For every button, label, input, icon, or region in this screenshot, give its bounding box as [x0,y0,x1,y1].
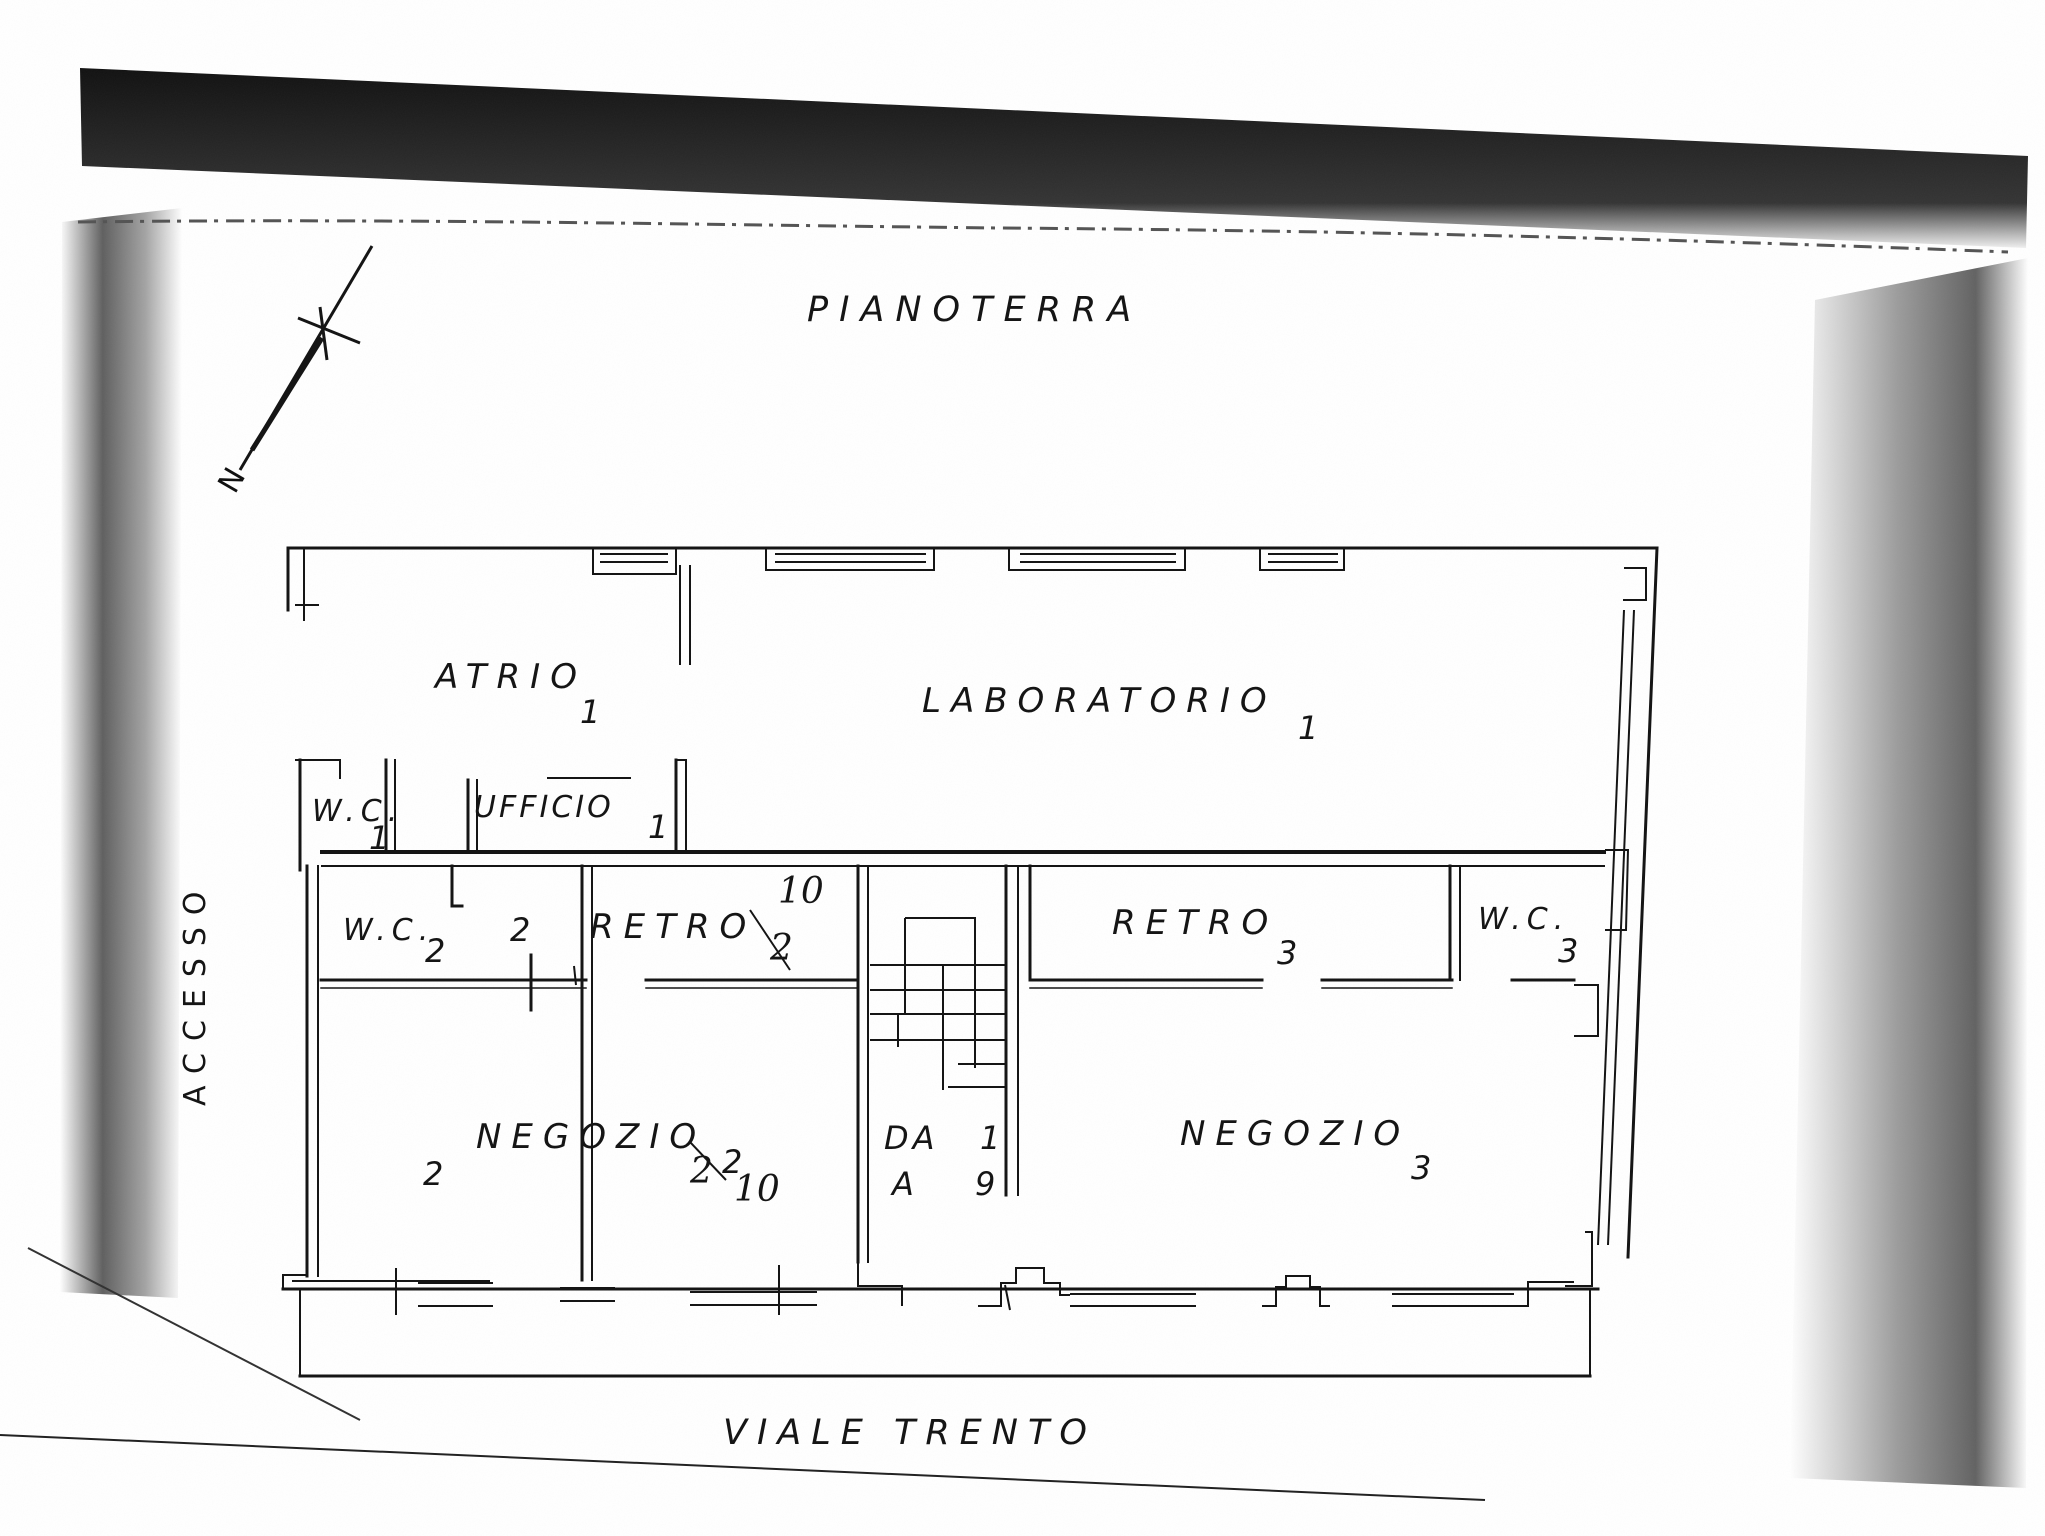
stair-a-label: A [892,1165,914,1203]
negozio-fraction-top: 2 [690,1151,713,1192]
room-negozio2-label: NEGOZIO [476,1117,707,1157]
room-retro3-label: RETRO [1112,903,1279,943]
stairwell [870,917,1006,1090]
room-retro2-label: RETRO [590,907,757,947]
room-ufficio-label: UFFICIO [474,790,614,825]
negozio-fraction-bottom: 10 [734,1169,780,1210]
room-wc2-extra-number: 2 [510,911,531,949]
negozio2-left-number: 2 [423,1155,444,1193]
lower-left-fold-line [27,1247,361,1421]
stair-from-number: 1 [980,1119,1001,1157]
top-windows [592,548,1345,665]
room-atrio-label: ATRIO [435,657,587,697]
room-wc2-number: 2 [425,932,446,970]
room-laboratorio-number: 1 [1298,709,1319,747]
room-wc1-number: 1 [369,819,390,857]
room-negozio2-number: 2 [722,1143,743,1181]
room-laboratorio-label: LABORATORIO [922,681,1277,721]
room-negozio3-label: NEGOZIO [1180,1114,1411,1154]
retro2-fraction-top: 10 [778,871,824,912]
access-label: ACCESSO [178,879,213,1106]
page-title: PIANOTERRA [807,290,1143,330]
north-arrow-icon [238,245,374,471]
lower-margin-line [0,1434,1486,1501]
scanner-edge-line [77,219,2009,254]
room-wc3-label: W.C. [1478,902,1570,937]
street-label: VIALE TRENTO [723,1413,1097,1453]
right-wall-details [1565,609,1635,1287]
stair-to-number: 9 [975,1165,996,1203]
room-retro2-number: 2 [770,928,793,969]
room-wc1-label: W.C. [312,794,404,829]
room-retro3-number: 3 [1277,934,1298,972]
interior-walls [295,758,1606,1282]
pen-marks [573,909,1011,1311]
room-wc2-label: W.C. [343,913,435,948]
front-windows [292,1260,1574,1315]
stair-da-label: DA [884,1119,939,1157]
room-negozio3-number: 3 [1411,1149,1432,1187]
room-wc3-number: 3 [1558,932,1579,970]
building-outline [281,546,1659,1378]
room-atrio-number: 1 [580,693,601,731]
room-ufficio-number: 1 [648,808,669,846]
